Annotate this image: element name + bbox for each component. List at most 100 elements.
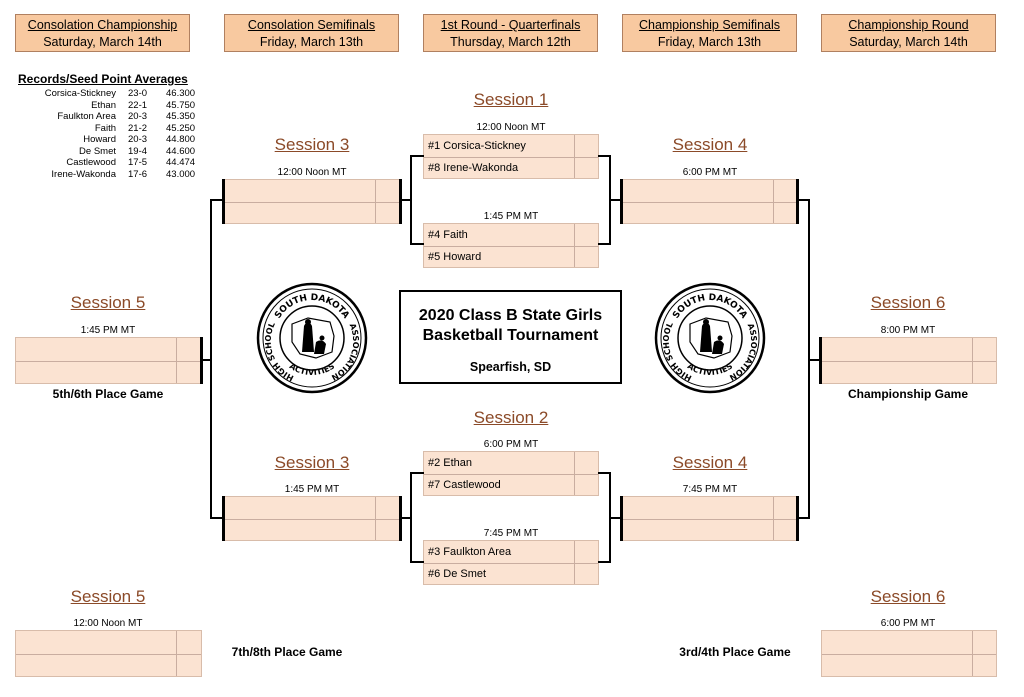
- team-slot: #5 Howard: [428, 251, 482, 263]
- bracket-line: [400, 517, 412, 519]
- record-team: Ethan: [91, 99, 116, 111]
- session-3-label: Session 3: [274, 453, 350, 472]
- bracket-line: [399, 179, 402, 224]
- bracket-line: [598, 561, 611, 563]
- header-title: Championship Semifinals: [638, 18, 781, 32]
- bracket-line: [598, 243, 611, 245]
- bracket-line: [796, 179, 799, 224]
- records-wl-column: 23-0 22-1 20-3 21-2 20-3 19-4 17-5 17-6: [128, 88, 158, 180]
- quarterfinal-game-1: #1 Corsica-Stickney #8 Irene-Wakonda: [423, 134, 599, 179]
- team-slot: #8 Irene-Wakonda: [428, 162, 519, 174]
- record-avg: 44.474: [166, 157, 196, 168]
- bracket-line: [620, 496, 623, 541]
- header-consolation-semifinals: Consolation Semifinals Friday, March 13t…: [224, 14, 399, 52]
- game-time: 8:00 PM MT: [880, 325, 936, 336]
- record-wl: 17-6: [128, 168, 148, 180]
- records-avg-column: 46.300 45.750 45.350 45.250 44.800 44.60…: [166, 88, 206, 180]
- game-time: 7:45 PM MT: [483, 528, 539, 539]
- bracket-line: [222, 496, 225, 541]
- record-team: Faith: [94, 122, 116, 134]
- header-date: Friday, March 13th: [657, 35, 762, 49]
- game-time: 7:45 PM MT: [682, 484, 738, 495]
- team-slot: #3 Faulkton Area: [428, 546, 512, 558]
- third-place-game-box: [821, 630, 997, 677]
- bracket-line: [808, 199, 810, 518]
- record-team: Faulkton Area: [57, 111, 116, 122]
- record-team: Corsica-Stickney: [44, 88, 116, 99]
- record-avg: 43.000: [166, 168, 196, 180]
- tournament-title-line1: 2020 Class B State Girls: [418, 307, 603, 324]
- session-5-label: Session 5: [70, 587, 146, 606]
- bracket-line: [210, 199, 223, 201]
- bracket-line: [620, 179, 623, 224]
- bracket-line: [200, 359, 211, 361]
- championship-semifinal-2: [622, 496, 798, 541]
- header-date: Friday, March 13th: [259, 35, 364, 49]
- session-6-label: Session 6: [870, 293, 946, 312]
- game-time: 1:45 PM MT: [483, 211, 539, 222]
- header-date: Saturday, March 14th: [43, 35, 162, 49]
- seventh-place-game-label: 7th/8th Place Game: [231, 645, 343, 659]
- bracket-line: [410, 243, 424, 245]
- record-team: Howard: [83, 134, 116, 145]
- tournament-location: Spearfish, SD: [469, 360, 552, 374]
- seventh-place-game-box: [15, 630, 202, 677]
- record-avg: 46.300: [166, 88, 196, 99]
- bracket-line: [399, 496, 402, 541]
- session-1-label: Session 1: [473, 90, 549, 109]
- quarterfinal-game-2: #4 Faith #5 Howard: [423, 223, 599, 268]
- bracket-line: [797, 517, 810, 519]
- bracket-line: [410, 155, 424, 157]
- record-avg: 45.750: [166, 99, 196, 111]
- session-4-label: Session 4: [672, 453, 748, 472]
- header-title: Championship Round: [848, 18, 969, 32]
- session-4-label: Session 4: [672, 135, 748, 154]
- header-championship-semifinals: Championship Semifinals Friday, March 13…: [622, 14, 797, 52]
- tournament-title-line2: Basketball Tournament: [422, 327, 599, 344]
- record-avg: 44.800: [166, 134, 196, 145]
- game-time: 1:45 PM MT: [284, 484, 340, 495]
- game-time: 12:00 Noon MT: [73, 618, 143, 629]
- bracket-line: [797, 199, 810, 201]
- bracket-line: [222, 179, 225, 224]
- team-slot: #1 Corsica-Stickney: [428, 140, 526, 152]
- bracket-line: [609, 517, 623, 519]
- game-time: 1:45 PM MT: [80, 325, 136, 336]
- record-team: Irene-Wakonda: [51, 168, 116, 180]
- session-2-label: Session 2: [473, 408, 549, 427]
- record-wl: 20-3: [128, 134, 148, 145]
- bracket-line: [210, 517, 223, 519]
- header-consolation-championship: Consolation Championship Saturday, March…: [15, 14, 190, 52]
- championship-game-box: [821, 337, 997, 384]
- header-championship-round: Championship Round Saturday, March 14th: [821, 14, 996, 52]
- session-5-label: Session 5: [70, 293, 146, 312]
- game-time: 12:00 Noon MT: [476, 122, 546, 133]
- session-3-label: Session 3: [274, 135, 350, 154]
- team-slot: #6 De Smet: [428, 568, 487, 580]
- records-team-column: Corsica-Stickney Ethan Faulkton Area Fai…: [18, 88, 116, 180]
- header-date: Thursday, March 12th: [450, 35, 571, 49]
- session-6-label: Session 6: [870, 587, 946, 606]
- header-quarterfinals: 1st Round - Quarterfinals Thursday, Marc…: [423, 14, 598, 52]
- game-time: 6:00 PM MT: [483, 439, 539, 450]
- record-wl: 17-5: [128, 157, 148, 168]
- record-avg: 44.600: [166, 145, 196, 157]
- bracket-line: [400, 199, 412, 201]
- records-title: Records/Seed Point Averages: [18, 72, 188, 86]
- fifth-place-game-label: 5th/6th Place Game: [52, 387, 164, 401]
- game-time: 6:00 PM MT: [682, 167, 738, 178]
- consolation-semifinal-2: [224, 496, 400, 541]
- quarterfinal-game-3: #2 Ethan #7 Castlewood: [423, 451, 599, 496]
- bracket-line: [609, 199, 623, 201]
- tournament-title-box: 2020 Class B State Girls Basketball Tour…: [399, 290, 622, 384]
- record-team: Castlewood: [66, 157, 116, 168]
- consolation-semifinal-1: [224, 179, 400, 224]
- record-wl: 21-2: [128, 122, 148, 134]
- bracket-line: [410, 561, 424, 563]
- header-title: Consolation Semifinals: [247, 18, 376, 32]
- fifth-place-game-box: [15, 337, 202, 384]
- bracket-line: [598, 155, 611, 157]
- team-slot: #7 Castlewood: [428, 479, 501, 491]
- header-date: Saturday, March 14th: [849, 35, 968, 49]
- sdhsaa-seal-icon: SOUTH DAKOTA HIGH SCHOOL ASSOCIATION ACT…: [256, 282, 368, 394]
